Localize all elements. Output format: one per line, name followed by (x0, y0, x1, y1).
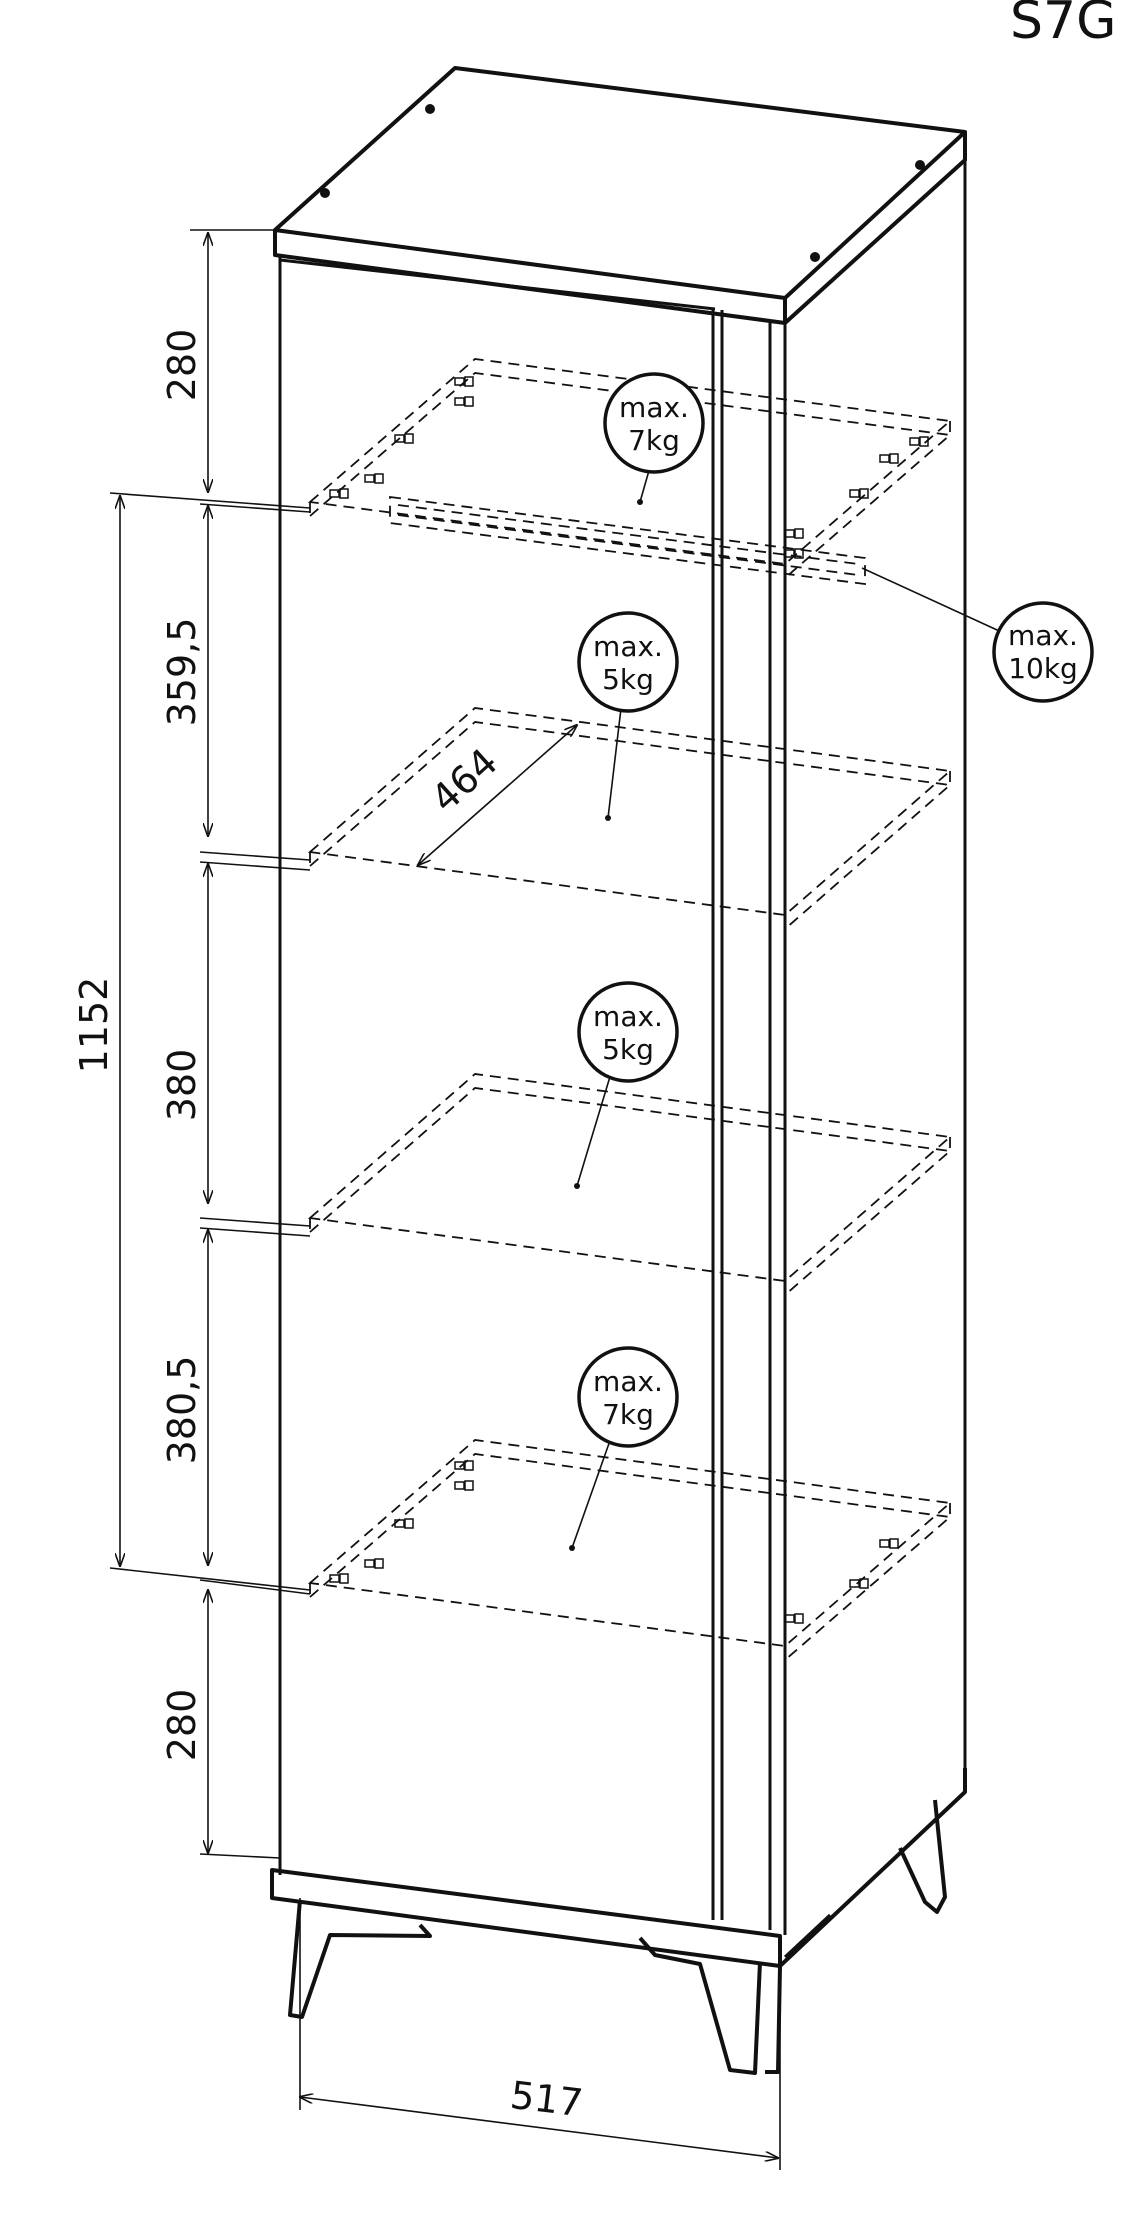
load-label-line2: 5kg (602, 663, 654, 696)
load-label-line2: 5kg (602, 1033, 654, 1066)
dim-inner-height: 1152 (72, 977, 116, 1074)
load-label-line1: max. (593, 1000, 663, 1033)
dim-bottom-section: 280 (160, 1689, 204, 1762)
side-bar-rail (389, 495, 866, 586)
shelf-3 (307, 1073, 953, 1296)
dim-shelf-depth: 464 (423, 740, 506, 821)
dimension-lines (109, 229, 781, 2170)
load-callout-top-shelf: max. 7kg (603, 372, 705, 505)
dim-shelf-gap-3: 380,5 (160, 1356, 204, 1465)
shelf-top (307, 358, 953, 579)
load-label-line1: max. (1008, 619, 1078, 652)
load-label-line1: max. (593, 1365, 663, 1398)
dim-shelf-gap-2: 380 (160, 1049, 204, 1122)
dimension-labels: 280 359,5 380 380,5 280 1152 464 517 (72, 329, 585, 2126)
load-callout-side-bar: max. 10kg (861, 567, 1094, 703)
load-callout-shelf-2: max. 5kg (577, 611, 679, 821)
dim-shelf-gap-1: 359,5 (160, 618, 204, 727)
load-callout-bottom-shelf: max. 7kg (569, 1346, 679, 1551)
shelf-bottom (307, 1439, 953, 1661)
load-label-line2: 7kg (628, 424, 680, 457)
dim-width: 517 (508, 2073, 585, 2126)
shelf-2 (307, 707, 953, 930)
load-label-line1: max. (593, 630, 663, 663)
load-label-line1: max. (619, 391, 689, 424)
dim-top-section: 280 (160, 329, 204, 402)
load-label-line2: 10kg (1008, 652, 1078, 685)
model-label: S7G (1010, 0, 1116, 51)
load-callout-shelf-3: max. 5kg (574, 981, 679, 1189)
load-label-line2: 7kg (602, 1398, 654, 1431)
cabinet-body (270, 66, 967, 2075)
